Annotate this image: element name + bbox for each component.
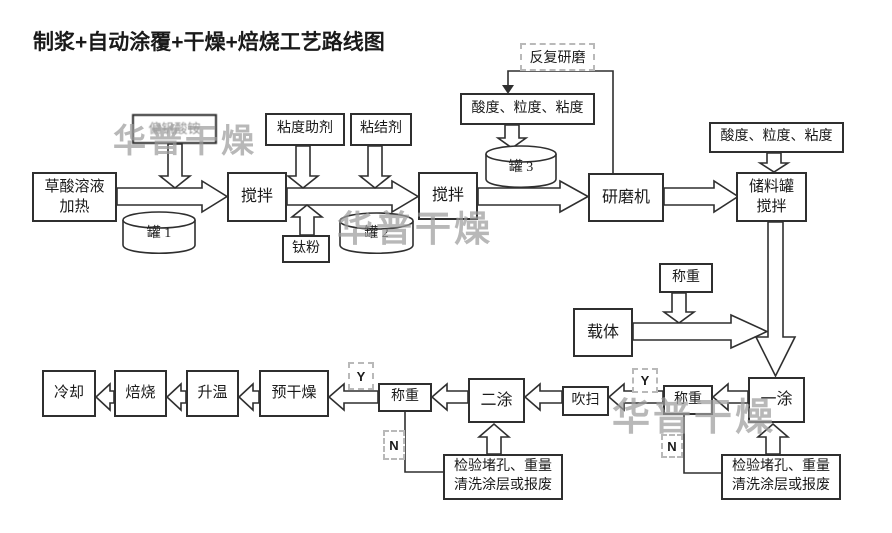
node-cool: 冷却	[42, 370, 96, 417]
arrow-powder-down	[157, 143, 193, 190]
node-weigh-after-coat2: 称重	[378, 383, 432, 412]
node-inspect-rework-coat1: 检验堵孔、重量 清洗涂层或报废	[721, 454, 841, 500]
arrow-predry-to-heatup	[237, 382, 260, 412]
node-quality-check-1: 酸度、粒度、粘度	[460, 93, 595, 125]
line-grinder-to-repeat-grinding	[507, 70, 614, 173]
arrow-roast-to-cool	[94, 382, 115, 412]
node-repeat-grinding: 反复研磨	[520, 43, 595, 71]
arrow-purge-to-coat2	[523, 382, 563, 412]
node-quality-check-2: 酸度、粒度、粘度	[709, 122, 844, 153]
arrow-heatup-to-roast	[165, 382, 187, 412]
node-viscosity-aid: 粘度助剂	[265, 113, 345, 146]
arrow-titanium-up	[289, 203, 325, 236]
decision-yes-left: Y	[348, 362, 374, 390]
node-inspect-rework-coat2: 检验堵孔、重量 清洗涂层或报废	[443, 454, 563, 500]
arrow-inspect-to-coat1-up	[755, 422, 791, 455]
arrowhead-into-quality-check1	[502, 85, 514, 94]
decision-yes-right: Y	[632, 368, 658, 393]
arrow-grinder-to-storage	[663, 179, 740, 214]
arrow-viscosity-aid-down	[285, 145, 321, 190]
arrow-weigh-feed-down	[661, 292, 697, 324]
node-titanium-powder: 钛粉	[282, 235, 330, 263]
tank3-label: 罐 3	[508, 160, 534, 175]
node-heat-up: 升温	[186, 370, 239, 417]
line-weigh-coat1-no-to-inspect	[683, 415, 721, 474]
node-oxalic-solution-heating: 草酸溶液 加热	[32, 172, 117, 222]
tank1-label: 罐 1	[146, 226, 172, 241]
node-pre-dry: 预干燥	[259, 370, 329, 417]
node-vanadate-powder: 偏钒酸铵	[132, 114, 217, 144]
node-carrier: 载体	[573, 308, 633, 357]
arrow-weigh-to-purge	[607, 382, 664, 412]
arrow-oxalic-to-stir1	[116, 179, 229, 214]
node-purge: 吹扫	[562, 386, 609, 416]
tank2-label: 罐 2	[364, 226, 389, 241]
arrow-stir2-to-grinder	[477, 179, 590, 214]
decision-no-left: N	[383, 430, 405, 460]
node-storage-tank-stir: 储料罐 搅拌	[736, 172, 807, 222]
node-stir-1: 搅拌	[227, 172, 287, 222]
arrow-coat2-to-weigh	[430, 382, 469, 412]
node-binder: 粘结剂	[350, 113, 412, 146]
decision-no-right: N	[661, 434, 683, 458]
node-stir-2: 搅拌	[418, 172, 478, 220]
node-grinder: 研磨机	[588, 173, 664, 222]
line-weigh-coat2-no-to-inspect	[404, 412, 443, 473]
node-weigh-after-coat1: 称重	[663, 385, 713, 415]
arrow-carrier-right	[632, 313, 769, 350]
node-second-coat: 二涂	[468, 378, 525, 423]
arrow-quality2-to-storage	[757, 152, 791, 173]
tank1-cylinder	[122, 211, 196, 255]
arrow-binder-down	[357, 145, 393, 190]
node-first-coat: 一涂	[748, 377, 805, 423]
arrow-coat1-to-weigh	[711, 382, 749, 412]
tank3-cylinder	[485, 145, 557, 189]
tank2-cylinder	[339, 212, 414, 255]
node-weigh-feed: 称重	[659, 263, 713, 293]
arrow-quality1-to-tank3	[495, 124, 529, 149]
page-title: 制浆+自动涂覆+干燥+焙烧工艺路线图	[33, 31, 385, 54]
node-roast: 焙烧	[114, 370, 167, 417]
arrow-weigh-to-predry	[327, 382, 379, 412]
arrow-stir1-to-stir2	[286, 179, 420, 214]
arrow-inspect-to-coat2-up	[476, 422, 512, 455]
arrow-storage-to-coat1	[754, 221, 797, 378]
